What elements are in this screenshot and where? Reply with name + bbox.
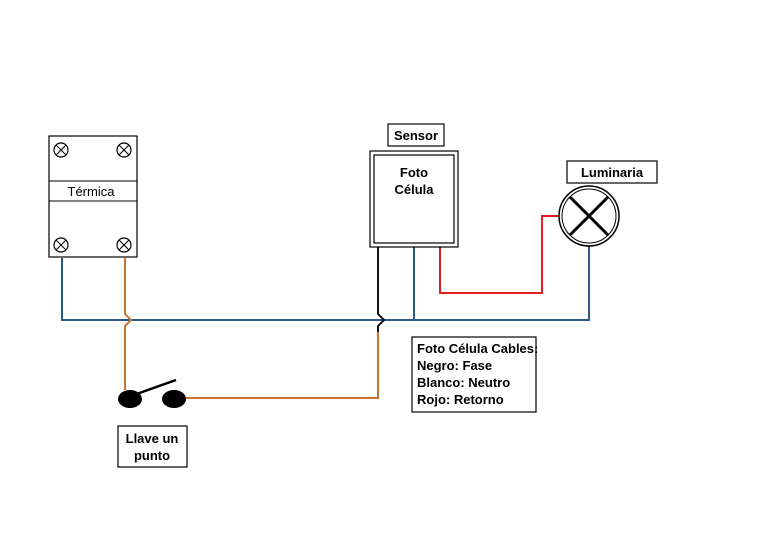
sensor-title: Sensor xyxy=(394,128,438,143)
breaker-to-switch-wire xyxy=(124,258,133,390)
luminaire-label-box xyxy=(566,160,658,184)
photocell-inner xyxy=(373,154,455,244)
return-wire xyxy=(439,215,559,294)
legend-line-neutral: Blanco: Neutro xyxy=(417,375,510,390)
switch-label-line2: punto xyxy=(134,448,170,463)
lamp-icon xyxy=(558,185,620,247)
photocell-label-line1: Foto xyxy=(400,165,428,180)
switch-label-line1: Llave un xyxy=(126,431,179,446)
neutral-wire xyxy=(61,244,590,321)
luminaire: Luminaria xyxy=(558,160,658,247)
photocell-label-line2: Célula xyxy=(394,182,434,197)
legend-box xyxy=(411,336,537,413)
breaker: Térmica xyxy=(48,135,138,258)
legend-title: Foto Célula Cables: xyxy=(417,341,538,356)
terminal-screw-icon xyxy=(116,237,132,253)
switch-icon xyxy=(118,378,186,408)
photocell-outer xyxy=(369,150,459,248)
wires xyxy=(61,215,590,399)
switch: Llave un punto xyxy=(117,378,188,468)
cable-legend: Foto Célula Cables: Negro: Fase Blanco: … xyxy=(411,336,538,413)
terminal-screw-icon xyxy=(116,142,132,158)
phase-wire xyxy=(377,246,386,332)
switch-to-sensor-wire xyxy=(186,330,379,399)
legend-line-phase: Negro: Fase xyxy=(417,358,492,373)
terminal-screw-icon xyxy=(53,237,69,253)
breaker-label: Térmica xyxy=(68,184,116,199)
terminal-screw-icon xyxy=(53,142,69,158)
switch-label-box xyxy=(117,425,188,468)
legend-line-return: Rojo: Retorno xyxy=(417,392,504,407)
sensor-title-box xyxy=(387,123,445,147)
sensor: Sensor Foto Célula xyxy=(369,123,459,248)
luminaire-label: Luminaria xyxy=(581,165,644,180)
